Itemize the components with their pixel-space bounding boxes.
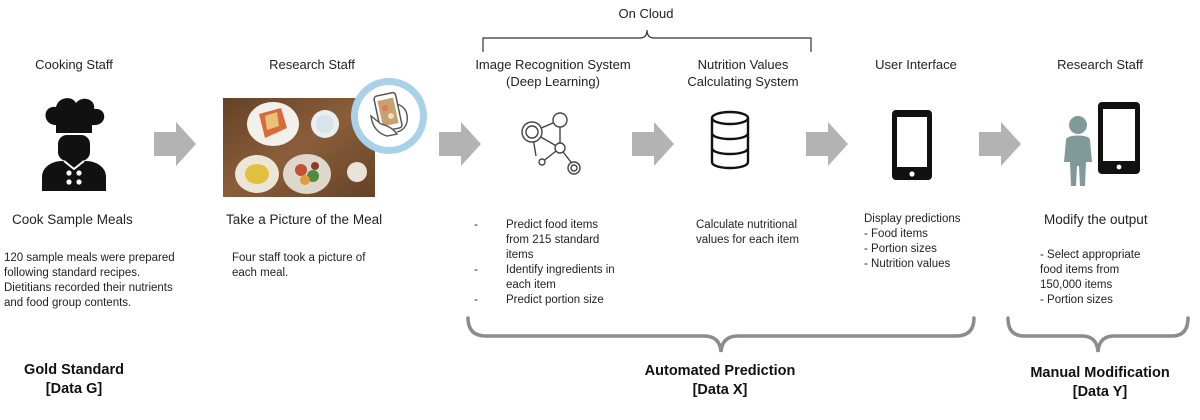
image-recognition-heading: Image Recognition System (Deep Learning) (462, 56, 644, 90)
research-staff-heading-2: Research Staff (1057, 57, 1143, 72)
cloud-label: On Cloud (618, 6, 674, 21)
ui-item-food: - Food items (864, 228, 928, 240)
cooking-staff-heading: Cooking Staff (35, 57, 113, 72)
cook-sample-meals-label: Cook Sample Meals (12, 212, 133, 227)
research-staff-heading-1: Research Staff (269, 57, 355, 72)
chef-icon (42, 98, 106, 191)
cloud-brace (482, 29, 812, 52)
research1-description: Four staff took a picture of each meal. (232, 252, 366, 279)
manual-modification-brace (1006, 316, 1190, 353)
meal-photo-icon (223, 78, 427, 197)
research2-item-1: - Select appropriate (1040, 249, 1141, 261)
database-icon (710, 110, 750, 170)
flow-arrow-2 (439, 122, 481, 166)
user-interface-heading: User Interface (875, 57, 957, 72)
gold-standard-data: [Data G] (45, 381, 103, 397)
modify-output-label: Modify the output (1044, 212, 1148, 227)
manual-modification-title: Manual Modification (1030, 365, 1170, 381)
automated-prediction-data: [Data X] (692, 382, 748, 398)
research2-description: - Select appropriate food items from 150… (1040, 248, 1170, 308)
research2-item-2: food items from (1040, 264, 1120, 276)
flow-arrow-4 (806, 122, 848, 166)
automated-prediction-title: Automated Prediction (644, 363, 796, 379)
cooking-description: 120 sample meals were prepared following… (4, 252, 175, 309)
nutrition-heading-line1: Nutrition Values (697, 57, 789, 72)
nutrition-description: Calculate nutritional values for each it… (696, 219, 799, 246)
ui-description-title: Display predictions (864, 213, 961, 225)
flow-arrow-1 (154, 122, 196, 166)
ui-item-nutrition: - Nutrition values (864, 258, 951, 270)
nutrition-heading: Nutrition Values Calculating System (676, 56, 810, 90)
flow-arrow-5 (979, 122, 1021, 166)
take-picture-label: Take a Picture of the Meal (226, 212, 383, 227)
ui-item-portion: - Portion sizes (864, 243, 937, 255)
gold-standard-title: Gold Standard (24, 362, 124, 378)
image-recognition-item-1: Predict food items from 215 standard ite… (474, 218, 624, 263)
gold-standard-footer: Gold Standard [Data G] (8, 361, 140, 399)
flow-arrow-3 (632, 122, 674, 166)
neural-network-icon (521, 112, 581, 175)
person-with-phone-icon (1064, 102, 1140, 186)
nutrition-heading-line2: Calculating System (687, 74, 799, 89)
ui-description: Display predictions - Food items - Porti… (864, 212, 984, 272)
manual-modification-footer: Manual Modification [Data Y] (1010, 364, 1190, 402)
manual-modification-data: [Data Y] (1072, 384, 1128, 400)
research2-item-3: 150,000 items (1040, 279, 1113, 291)
image-recognition-list: Predict food items from 215 standard ite… (474, 218, 624, 308)
smartphone-icon (892, 110, 932, 180)
automated-prediction-footer: Automated Prediction [Data X] (620, 362, 820, 400)
image-recognition-heading-line1: Image Recognition System (475, 57, 631, 72)
research2-item-4: - Portion sizes (1040, 294, 1113, 306)
automated-prediction-brace (466, 316, 976, 353)
image-recognition-item-3: Predict portion size (474, 293, 624, 308)
image-recognition-heading-line2: (Deep Learning) (506, 74, 600, 89)
image-recognition-item-2: Identify ingredients in each item (474, 263, 624, 293)
